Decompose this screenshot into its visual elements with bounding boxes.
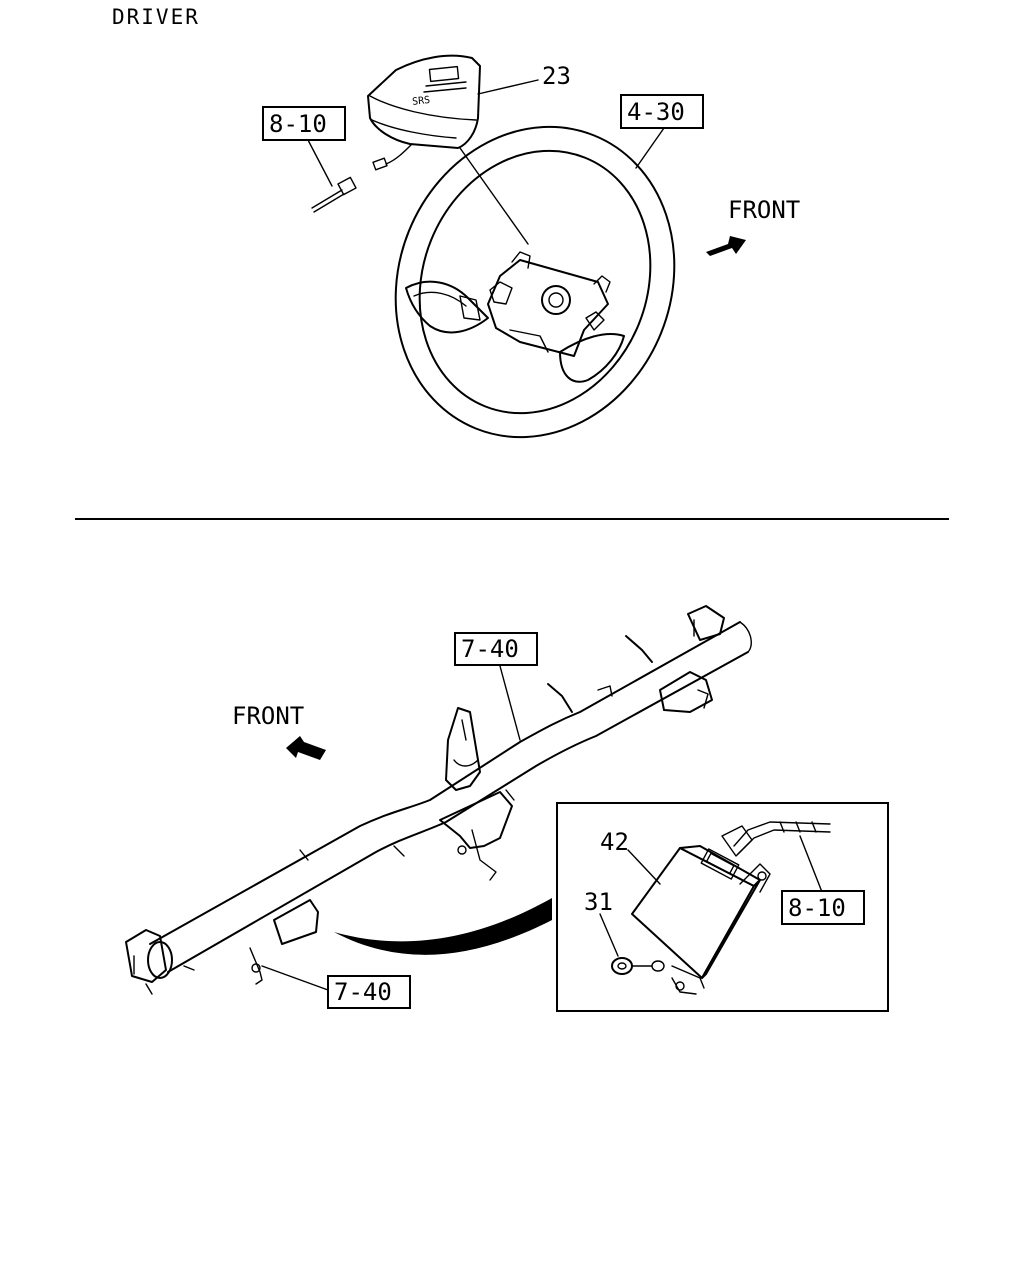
callout-8-10-bottom-box: [781, 890, 865, 925]
connector-leader: [307, 139, 333, 187]
callout-7-40-beam: 7-40: [461, 635, 519, 663]
callout-8-10-bottom: 8-10: [788, 894, 846, 922]
pad-marking: SRS: [412, 95, 431, 108]
pad-leader: [477, 79, 539, 95]
callout-8-10-top: 8-10: [269, 110, 327, 138]
front-label-bottom: FRONT: [232, 702, 304, 730]
harness-leader: [799, 835, 823, 893]
beam-leader: [499, 665, 521, 741]
detail-pointer-arrow: [334, 898, 552, 955]
airbag-pad: SRS: [367, 54, 481, 171]
front-arrow-top-icon: [706, 236, 746, 256]
unit-leader: [627, 849, 661, 885]
front-label-top: FRONT: [728, 196, 800, 224]
callout-4-30-box: [620, 94, 704, 129]
nut: [611, 957, 665, 975]
callout-31: 31: [584, 888, 613, 916]
control-unit: [631, 821, 831, 995]
pad-to-hub-leader: [459, 147, 529, 245]
steering-wheel: [394, 125, 676, 439]
connector-pin: [311, 176, 357, 213]
cross-beam: [125, 605, 752, 995]
callout-23: 23: [542, 62, 571, 90]
nut-leader: [599, 913, 619, 957]
callout-7-40-bracket-box: [327, 975, 411, 1009]
callout-4-30: 4-30: [627, 98, 685, 126]
wheel-leader: [635, 127, 665, 169]
bracket-leader: [261, 965, 329, 991]
callout-7-40-beam-box: [454, 632, 538, 666]
front-arrow-bottom-icon: [286, 736, 326, 760]
section-title: DRIVER: [112, 5, 200, 29]
callout-7-40-bracket: 7-40: [334, 978, 392, 1006]
callout-8-10-top-box: [262, 106, 346, 141]
callout-42: 42: [600, 828, 629, 856]
